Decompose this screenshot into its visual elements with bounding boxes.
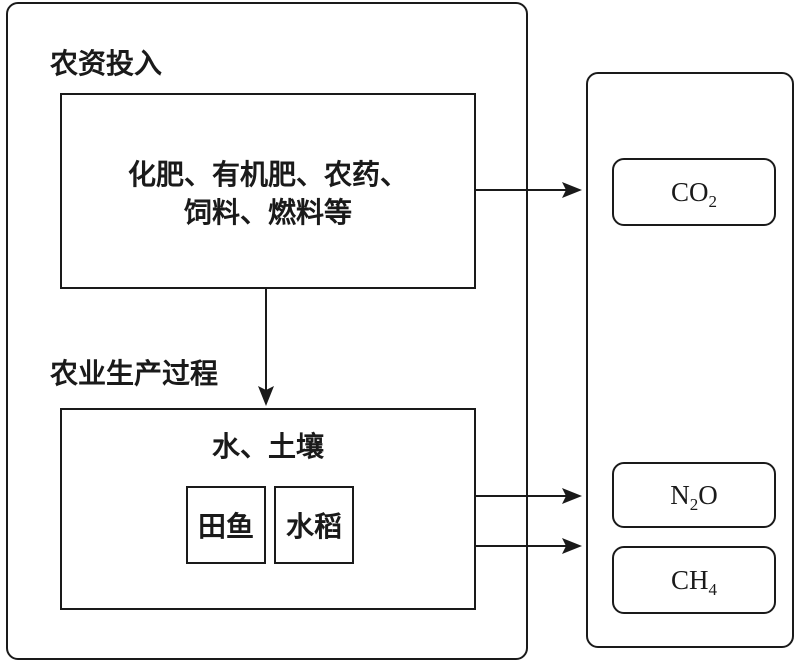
process-box: 水、土壤 — [60, 408, 476, 610]
arrow-input-to-co2 — [476, 182, 582, 198]
item-box-rice: 水稻 — [274, 486, 354, 564]
gas-box-co2: CO2 — [612, 158, 776, 226]
arrow-process-to-ch4 — [476, 538, 582, 554]
gas-box-ch4: CH4 — [612, 546, 776, 614]
process-section-title: 农业生产过程 — [50, 357, 219, 390]
process-content: 水、土壤 — [211, 430, 324, 463]
gas-box-n2o: N2O — [612, 462, 776, 528]
input-box: 化肥、有机肥、农药、 饲料、燃料等 — [60, 93, 476, 289]
input-content-line2: 饲料、燃料等 — [183, 196, 352, 229]
input-content-line1: 化肥、有机肥、农药、 — [127, 158, 408, 191]
item-box-fish: 田鱼 — [186, 486, 266, 564]
input-section-title: 农资投入 — [50, 47, 163, 80]
arrow-process-to-n2o — [476, 488, 582, 504]
arrow-input-to-process — [258, 289, 274, 406]
item-label-rice: 水稻 — [285, 510, 342, 543]
gas-label-ch4: CH4 — [670, 564, 717, 599]
item-label-fish: 田鱼 — [197, 510, 254, 543]
gas-label-co2: CO2 — [670, 176, 717, 211]
gas-label-n2o: N2O — [670, 479, 718, 514]
